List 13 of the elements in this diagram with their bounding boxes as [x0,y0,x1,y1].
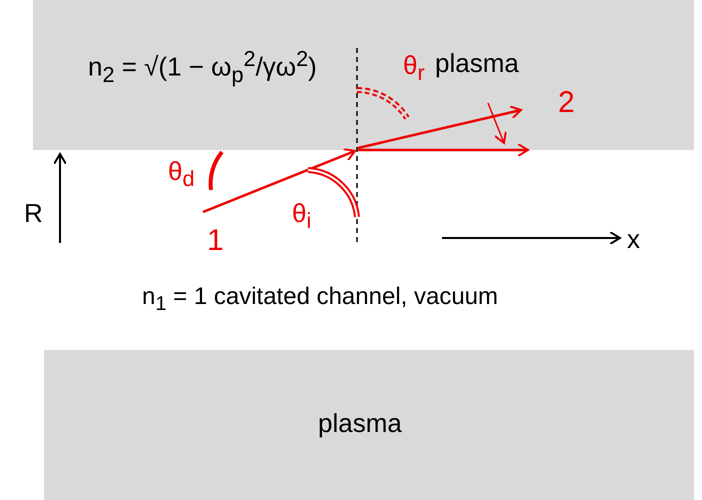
region-label: plasma [435,50,519,76]
axis-label: R [24,200,43,226]
refractive-index-formula: n$_{2}$ = √(1 − ω$_{p}$$^{2}$/γω$^{2}$) [88,48,317,86]
plasma-region [33,0,694,150]
axis-label: x [627,226,640,252]
plasma-region [44,350,694,500]
angle-label: θ$_{i}$ [292,200,312,232]
ray-number: 2 [558,88,575,118]
angle-label: θ$_{r}$ [403,52,425,84]
region-label: plasma [318,410,402,436]
angle-label: θ$_{d}$ [168,158,195,190]
medium-label: n$_{1}$ = 1 cavitated channel, vacuum [142,285,498,314]
ray-number: 1 [207,226,224,256]
